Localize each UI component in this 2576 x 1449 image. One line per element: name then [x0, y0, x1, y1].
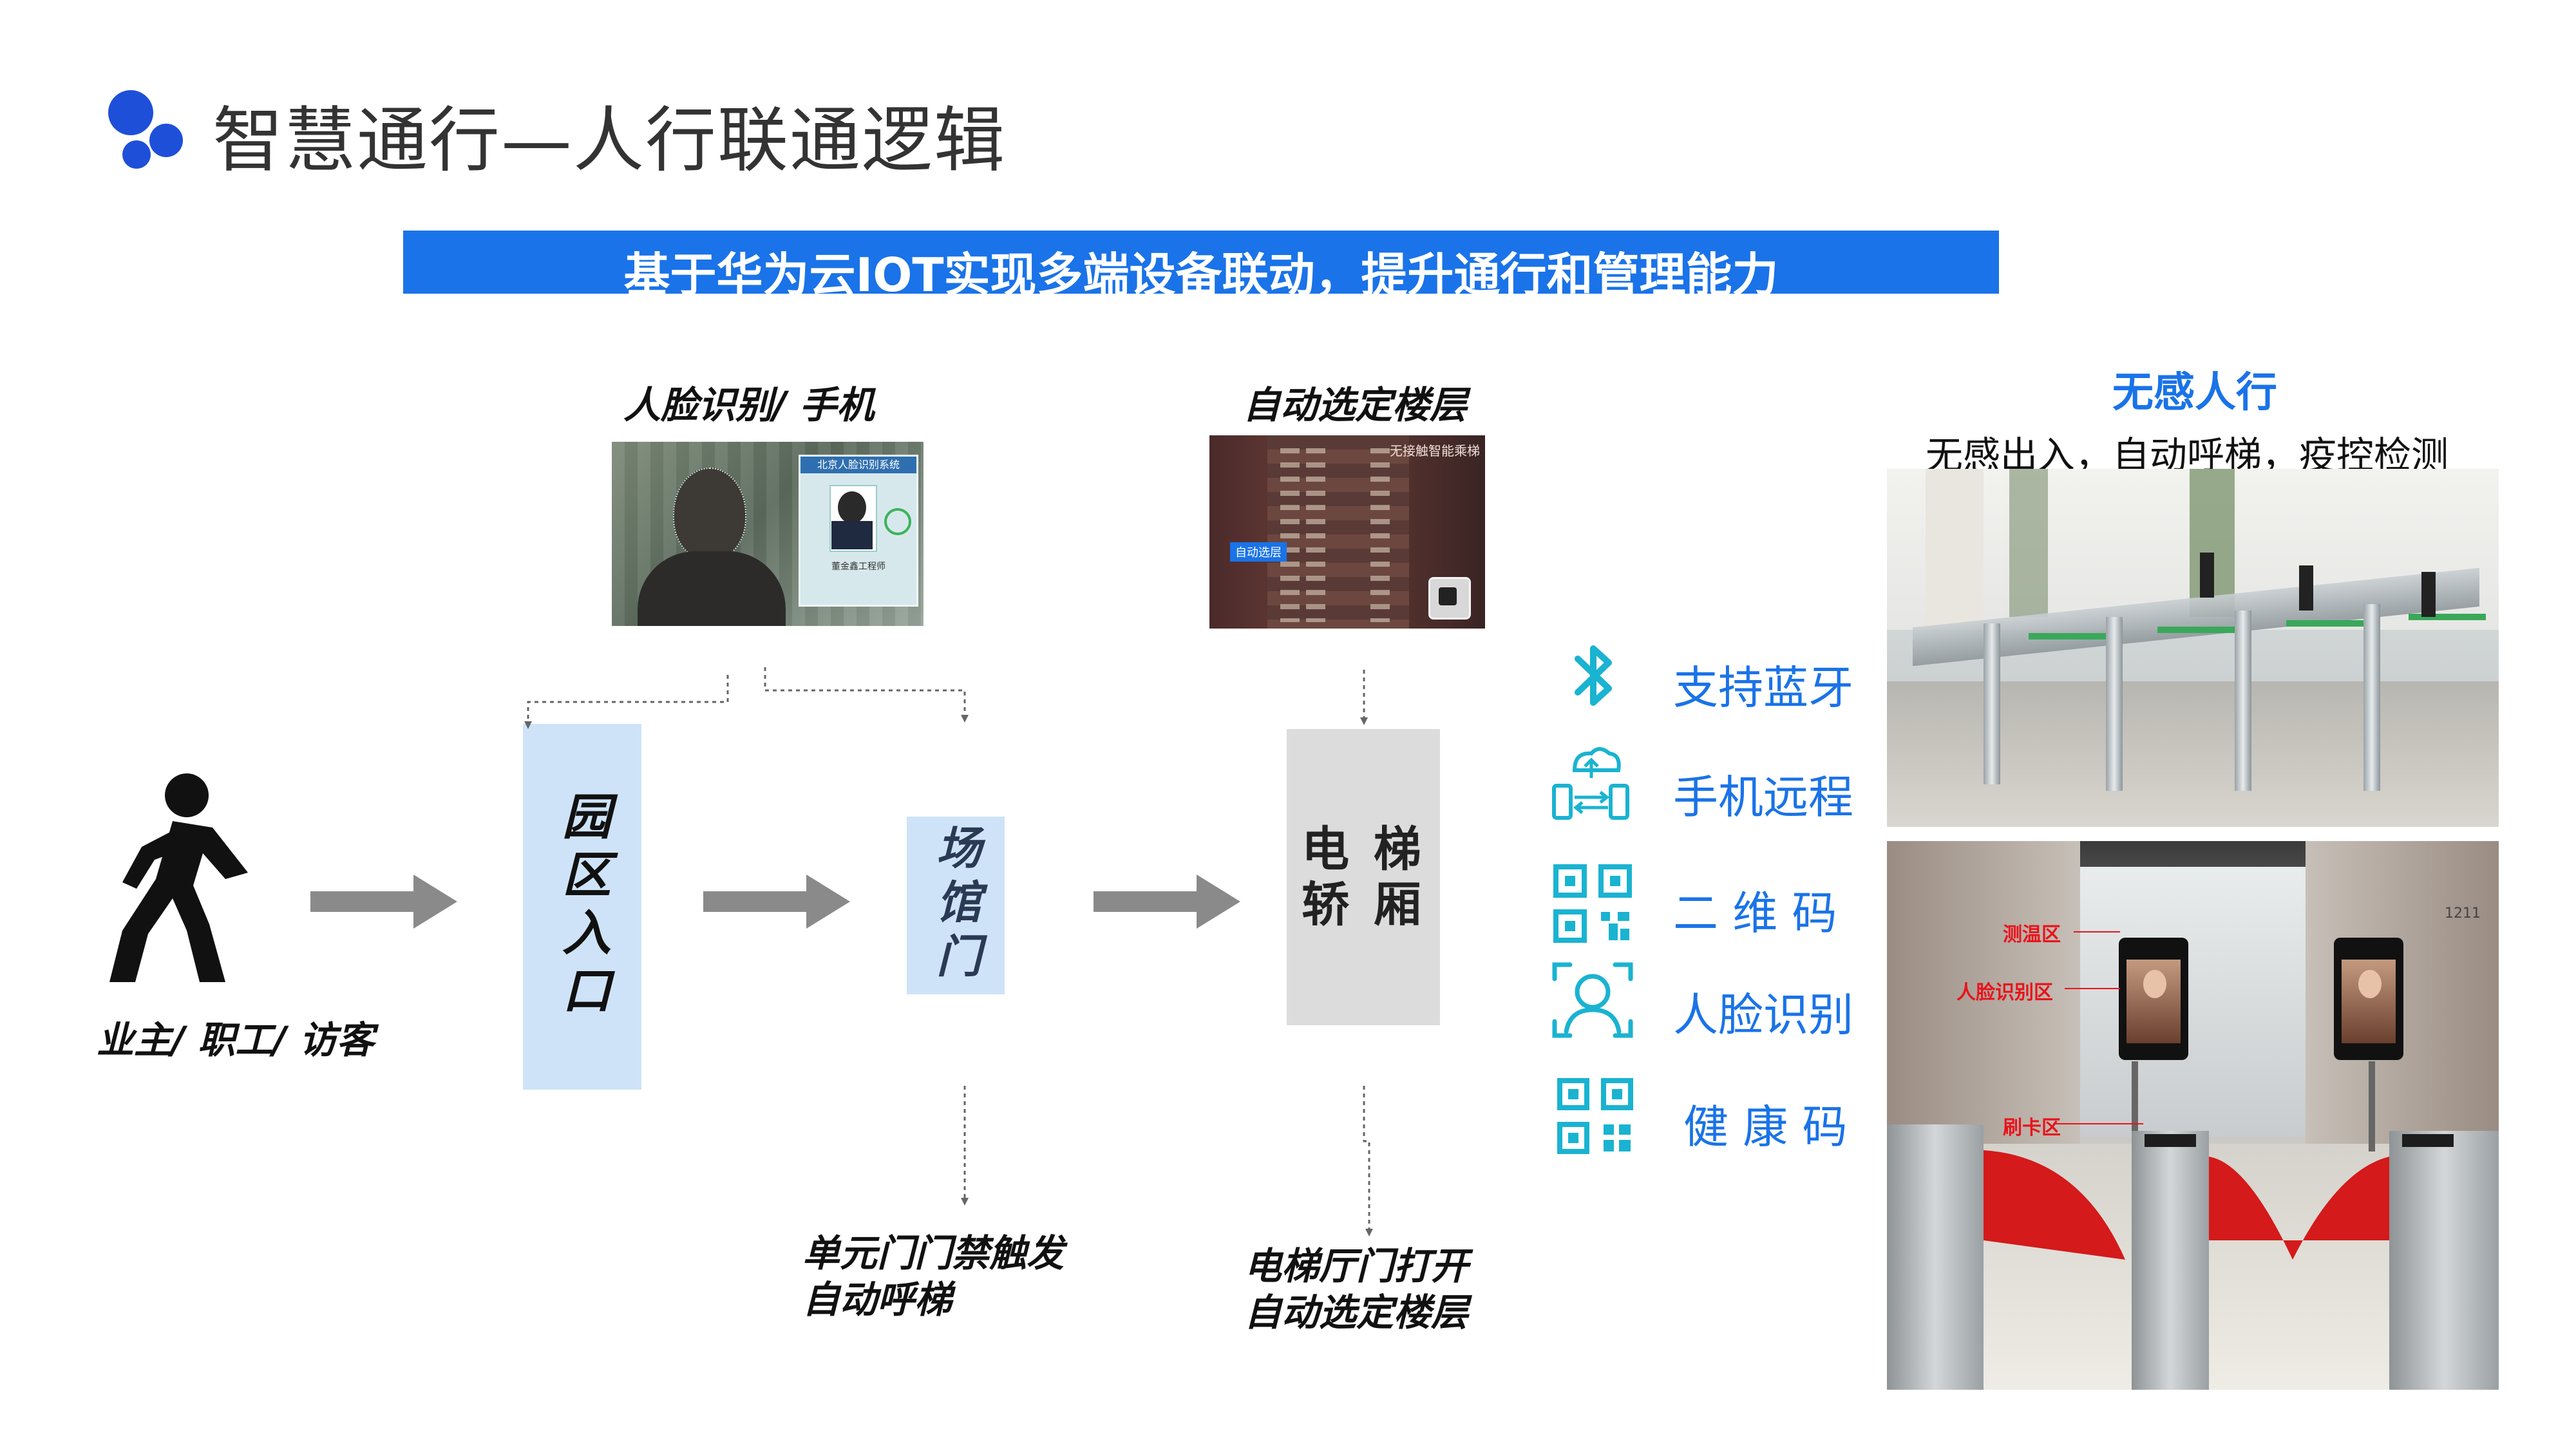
elevator-hall-caption-line1: 电梯厅门打开 — [1244, 1244, 1469, 1288]
face-screen-name: 董金鑫工程师 — [831, 562, 886, 572]
flow-arrow-2 — [703, 875, 850, 929]
zone-label-face: 人脸识别区 — [1956, 981, 2053, 1004]
headline-banner-text: 基于华为云IOT实现多端设备联动，提升通行和管理能力 — [623, 248, 1779, 302]
face-screen-header: 北京人脸识别系统 — [800, 457, 916, 473]
face-recognition-photo: 北京人脸识别系统 董金鑫工程师 — [612, 442, 923, 626]
feature-phone-remote-label: 手机远程 — [1673, 771, 1853, 824]
flow-arrow-1 — [310, 875, 457, 929]
unit-door-caption-line1: 单元门门禁触发 — [802, 1231, 1065, 1275]
turnstile-photo — [1887, 469, 2499, 827]
elevator-hall-caption-line2: 自动选定楼层 — [1244, 1291, 1469, 1334]
face-id-icon — [1552, 962, 1633, 1038]
auto-floor-label: 自动选定楼层 — [1243, 383, 1468, 427]
elevator-car-label: 电 梯 轿 厢 — [1302, 822, 1425, 933]
park-entrance-label: 园区入口 — [554, 791, 611, 1023]
flow-arrow-3 — [1094, 875, 1240, 929]
red-flap-left — [1984, 1150, 2125, 1260]
qr-code-icon — [1553, 864, 1632, 943]
corridor-door-number: 1211 — [2445, 905, 2481, 922]
face-screen: 北京人脸识别系统 董金鑫工程师 — [799, 455, 918, 607]
venue-door-box: 场馆门 — [907, 817, 1005, 994]
elevator-car-box: 电 梯 轿 厢 — [1287, 729, 1440, 1025]
walking-person-icon — [109, 773, 248, 982]
feature-health-code-label: 健 康 码 — [1683, 1101, 1848, 1153]
elevator-panel-button: 自动选层 — [1230, 542, 1287, 562]
feature-bluetooth-label: 支持蓝牙 — [1673, 661, 1853, 714]
venue-door-label: 场馆门 — [929, 824, 982, 987]
unit-door-caption: 单元门门禁触发 自动呼梯 — [802, 1230, 1064, 1323]
phone-remote-icon — [1552, 747, 1629, 820]
face-recognition-label: 人脸识别/ 手机 — [623, 383, 875, 427]
elevator-panel-photo: 无接触智能乘梯 自动选层 — [1209, 435, 1485, 629]
park-entrance-box: 园区入口 — [523, 724, 641, 1090]
feature-qr-code-label: 二 维 码 — [1673, 887, 1837, 940]
unit-door-caption-line2: 自动呼梯 — [802, 1278, 952, 1321]
page-title: 智慧通行—人行联通逻辑 — [213, 99, 1006, 182]
person-label: 业主/ 职工/ 访客 — [97, 1018, 374, 1062]
right-panel-title: 无感人行 — [2112, 369, 2277, 417]
headline-banner: 基于华为云IOT实现多端设备联动，提升通行和管理能力 — [403, 231, 1999, 302]
bluetooth-icon — [1575, 645, 1612, 706]
feature-face-id-label: 人脸识别 — [1673, 989, 1853, 1041]
face-gate-photo: 1211 测温区 人脸识别区 刷卡区 — [1887, 841, 2499, 1390]
red-flap-right — [2209, 1157, 2389, 1260]
elevator-hall-caption: 电梯厅门打开 自动选定楼层 — [1244, 1243, 1468, 1336]
health-code-icon — [1557, 1078, 1633, 1154]
zone-label-temp: 测温区 — [2003, 923, 2061, 946]
elevator-panel-header: 无接触智能乘梯 — [1390, 443, 1480, 459]
zone-label-card: 刷卡区 — [2003, 1117, 2061, 1139]
